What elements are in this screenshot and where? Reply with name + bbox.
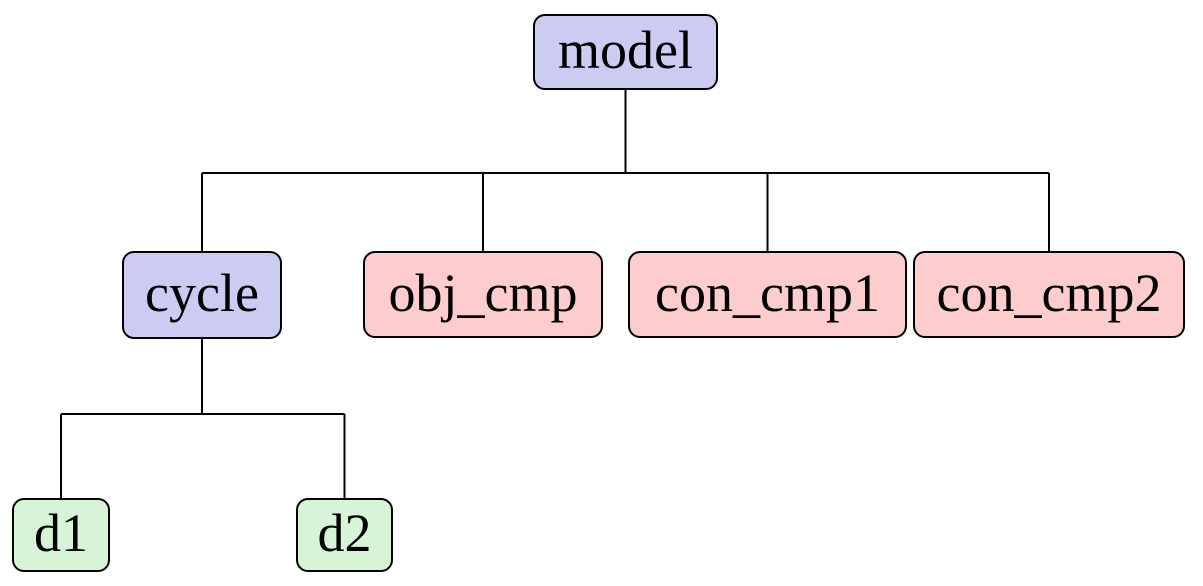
node-label: obj_cmp xyxy=(388,262,578,323)
node-model: model xyxy=(533,14,718,90)
node-d1: d1 xyxy=(12,498,110,572)
node-cycle: cycle xyxy=(122,251,282,339)
node-con_cmp1: con_cmp1 xyxy=(628,251,907,338)
node-label: model xyxy=(558,20,693,80)
node-label: con_cmp1 xyxy=(655,262,880,323)
node-con_cmp2: con_cmp2 xyxy=(913,251,1185,338)
node-label: d2 xyxy=(317,503,372,563)
node-label: con_cmp2 xyxy=(936,262,1162,323)
node-obj_cmp: obj_cmp xyxy=(363,251,603,338)
node-d2: d2 xyxy=(296,498,393,572)
node-label: d1 xyxy=(34,503,88,563)
node-label: cycle xyxy=(145,263,259,323)
